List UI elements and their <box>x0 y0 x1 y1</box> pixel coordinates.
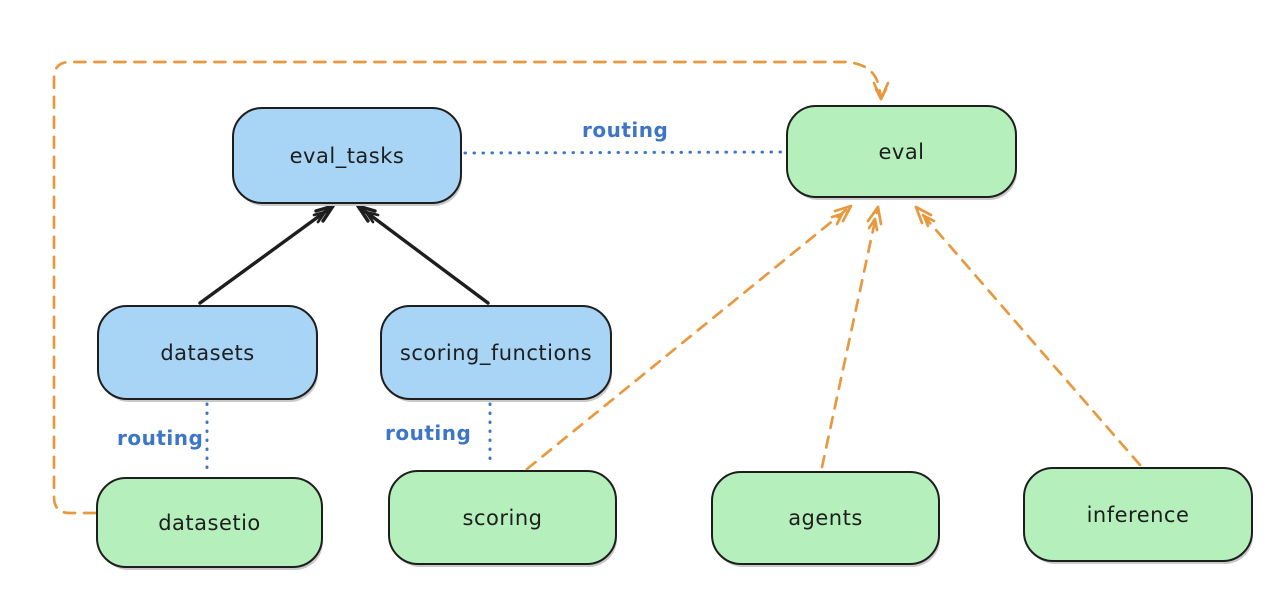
arrowhead-inference-eval <box>914 205 933 225</box>
arrowhead-scoring-eval <box>833 204 853 223</box>
node-scoring-functions: scoring_functions <box>380 305 612 400</box>
arrowhead-scoringfunctions-evaltasks-2 <box>364 210 380 224</box>
edge-agents-eval <box>820 205 880 469</box>
node-datasetio-label: datasetio <box>158 510 261 535</box>
arrowhead-datasets-evaltasks-2 <box>312 210 327 224</box>
node-scoring: scoring <box>388 470 617 565</box>
arrowhead-datasets-evaltasks <box>314 204 335 223</box>
edge-scoringfunctions-evaltasks <box>356 204 490 305</box>
arrowhead-scoring-eval-2 <box>830 212 844 226</box>
arrowhead-agents-eval <box>866 205 883 226</box>
node-datasets: datasets <box>97 305 318 400</box>
edge-datasetio-eval <box>52 60 883 515</box>
node-inference: inference <box>1023 467 1253 562</box>
routing-label-evaltasks-eval: routing <box>582 118 669 142</box>
routing-label-scoringfunctions-scoring: routing <box>385 421 472 445</box>
arrowhead-datasetio-eval-2 <box>874 87 888 101</box>
node-scoring-label: scoring <box>462 505 543 530</box>
arrowhead-inference-eval-2 <box>922 214 936 228</box>
edge-evaltasks-eval-routing <box>463 150 788 155</box>
arrowhead-scoringfunctions-evaltasks <box>356 204 377 223</box>
node-eval-tasks-label: eval_tasks <box>289 143 405 168</box>
arrowhead-agents-eval-2 <box>867 217 879 232</box>
node-agents-label: agents <box>788 506 863 530</box>
node-eval-tasks: eval_tasks <box>232 107 462 204</box>
node-eval-label: eval <box>878 139 925 164</box>
node-agents: agents <box>711 471 940 565</box>
node-datasetio: datasetio <box>96 477 323 568</box>
edge-datasets-evaltasks <box>198 204 335 305</box>
node-datasets-label: datasets <box>160 340 255 365</box>
node-eval: eval <box>786 105 1017 198</box>
node-scoring-functions-label: scoring_functions <box>399 340 593 365</box>
routing-label-datasets-datasetio: routing <box>117 426 204 450</box>
edge-inference-eval <box>914 205 1142 467</box>
edge-scoring-eval <box>525 204 853 471</box>
node-inference-label: inference <box>1086 502 1190 527</box>
